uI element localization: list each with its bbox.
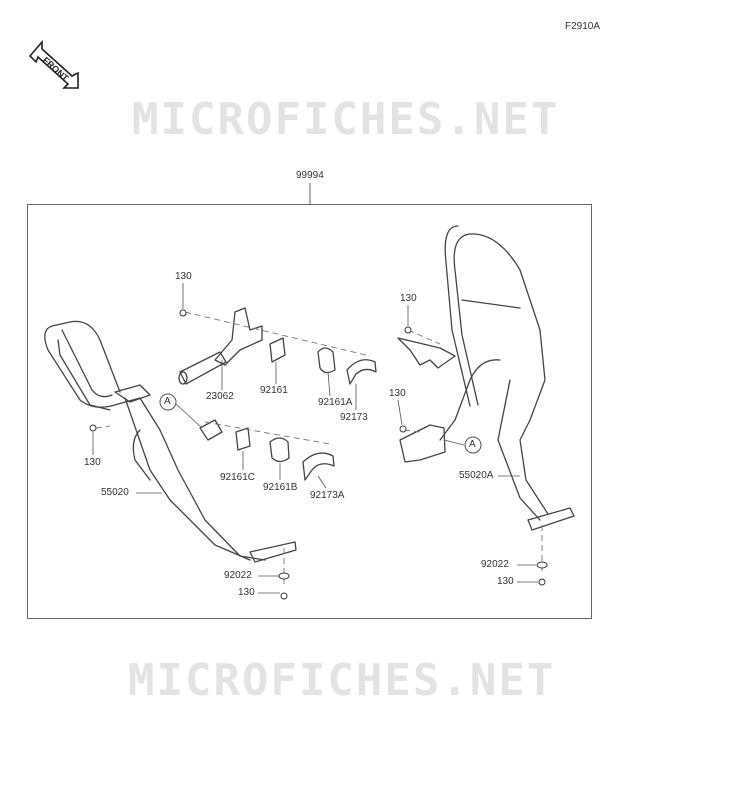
- washer-icon: [278, 572, 290, 580]
- callout-92022-left: 92022: [224, 570, 252, 581]
- callout-130-left: 130: [84, 457, 101, 468]
- washer-icon: [536, 561, 548, 569]
- ref-a-left-circle: [159, 393, 177, 411]
- right-engine-guard: [453, 233, 549, 515]
- callout-92022-right: 92022: [481, 559, 509, 570]
- callout-92161: 92161: [260, 385, 288, 396]
- callout-23062: 23062: [206, 391, 234, 402]
- callout-130-bottom-left: 130: [238, 587, 255, 598]
- pad-92161B: [269, 437, 290, 463]
- callout-130-bottom-right: 130: [497, 576, 514, 587]
- bolt-icon: [179, 309, 187, 317]
- bolt-icon: [538, 578, 546, 586]
- clamp-92173: [346, 359, 377, 385]
- callout-55020: 55020: [101, 487, 129, 498]
- assembly-part-number: 99994: [296, 170, 324, 181]
- ref-a-left: A: [164, 396, 171, 407]
- left-engine-guard: [44, 320, 266, 561]
- callout-92161C: 92161C: [220, 472, 256, 483]
- callout-92161B: 92161B: [263, 482, 298, 493]
- bolt-icon: [280, 592, 288, 600]
- ref-a-right-circle: [464, 436, 482, 454]
- callout-55020A: 55020A: [459, 470, 494, 481]
- callout-130-top-left: 130: [175, 271, 192, 282]
- bolt-icon: [404, 326, 412, 334]
- bolt-icon: [399, 425, 407, 433]
- clamp-92173A: [302, 452, 335, 481]
- front-arrow-icon: FRONT: [28, 40, 79, 89]
- callout-92173: 92173: [340, 412, 368, 423]
- ref-a-right: A: [469, 439, 476, 450]
- pad-92161: [269, 337, 286, 363]
- watermark-top: MICROFICHES.NET: [132, 94, 560, 145]
- watermark-bottom: MICROFICHES.NET: [128, 655, 556, 706]
- pad-92161A: [317, 347, 336, 374]
- callout-92173A: 92173A: [310, 490, 345, 501]
- mount-bracket: [214, 307, 263, 366]
- assembly-frame: [27, 204, 592, 619]
- callout-92161A: 92161A: [318, 397, 353, 408]
- callout-130-right-mid: 130: [389, 388, 406, 399]
- pad-92161C: [235, 427, 251, 451]
- callout-130-right-top: 130: [400, 293, 417, 304]
- figure-code: F2910A: [565, 21, 601, 32]
- bolt-icon: [89, 424, 97, 432]
